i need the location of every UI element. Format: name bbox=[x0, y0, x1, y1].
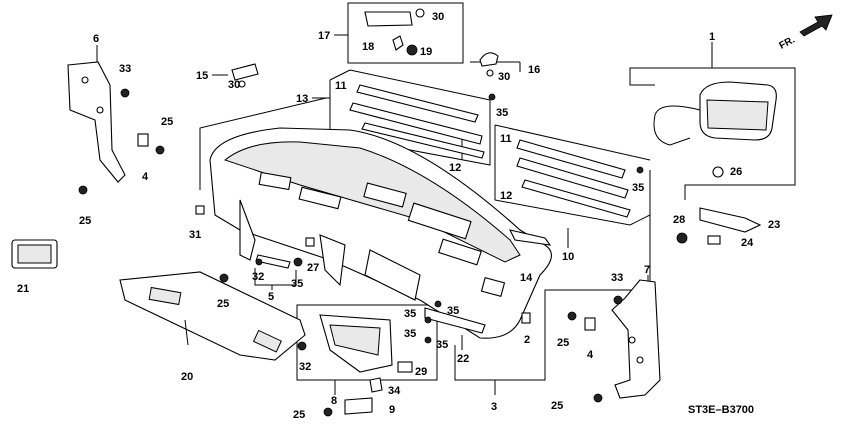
label-35: 35 bbox=[436, 339, 448, 351]
label-30: 30 bbox=[498, 71, 510, 83]
label-35: 35 bbox=[404, 328, 416, 340]
label-2: 2 bbox=[524, 334, 530, 346]
label-20: 20 bbox=[181, 371, 193, 383]
label-35: 35 bbox=[291, 278, 303, 290]
clip-26 bbox=[712, 166, 724, 178]
label-5: 5 bbox=[268, 291, 274, 303]
label-1: 1 bbox=[709, 31, 715, 43]
bolts-left bbox=[78, 88, 165, 195]
side-bracket-6 bbox=[67, 61, 126, 183]
label-32: 32 bbox=[299, 361, 311, 373]
vent-strips-upper bbox=[349, 84, 485, 159]
label-21: 21 bbox=[17, 283, 29, 295]
label-25: 25 bbox=[161, 116, 173, 128]
diagram-code: ST3E–B3700 bbox=[688, 404, 754, 416]
label-35: 35 bbox=[404, 308, 416, 320]
vent-strips-lower bbox=[516, 139, 631, 218]
label-27: 27 bbox=[307, 262, 319, 274]
label-12: 12 bbox=[449, 162, 461, 174]
label-12: 12 bbox=[500, 190, 512, 202]
bracket-23 bbox=[699, 207, 762, 233]
clip-24 bbox=[707, 235, 721, 245]
dashboard-panel bbox=[209, 127, 552, 339]
label-17: 17 bbox=[318, 30, 330, 42]
label-34: 34 bbox=[388, 385, 401, 397]
lower-cover-20 bbox=[119, 271, 306, 361]
nut-28 bbox=[676, 232, 688, 244]
label-3: 3 bbox=[491, 401, 497, 413]
label-16: 16 bbox=[528, 64, 540, 76]
label-18: 18 bbox=[362, 41, 374, 53]
label-30: 30 bbox=[228, 79, 240, 91]
label-24: 24 bbox=[741, 237, 754, 249]
label-31: 31 bbox=[189, 229, 201, 241]
clip-part-15 bbox=[231, 63, 259, 88]
label-33: 33 bbox=[119, 63, 131, 75]
bracket-22 bbox=[424, 307, 486, 334]
label-9: 9 bbox=[389, 404, 395, 416]
label-25: 25 bbox=[217, 298, 229, 310]
label-7: 7 bbox=[644, 264, 650, 276]
screw-35-right bbox=[636, 166, 644, 174]
label-25: 25 bbox=[293, 409, 305, 421]
label-35: 35 bbox=[496, 107, 508, 119]
top-box-parts bbox=[364, 8, 425, 56]
label-29: 29 bbox=[415, 366, 427, 378]
label-8: 8 bbox=[331, 395, 337, 407]
label-28: 28 bbox=[673, 214, 685, 226]
label-11: 11 bbox=[500, 133, 512, 145]
callout-lines bbox=[96, 2, 796, 395]
label-4: 4 bbox=[142, 171, 149, 183]
label-6: 6 bbox=[93, 33, 99, 45]
center-bracket-8 bbox=[297, 314, 413, 417]
part-number-labels: 1 2 3 4 4 5 6 7 8 9 10 11 11 12 12 13 14… bbox=[17, 11, 780, 421]
side-vent-21 bbox=[11, 239, 58, 269]
label-33: 33 bbox=[611, 272, 623, 284]
label-14: 14 bbox=[520, 272, 533, 284]
screw-35-top bbox=[488, 93, 496, 101]
label-22: 22 bbox=[457, 353, 469, 365]
label-23: 23 bbox=[768, 219, 780, 231]
label-35: 35 bbox=[632, 182, 644, 194]
clip-part-16 bbox=[479, 52, 499, 77]
label-30: 30 bbox=[432, 11, 444, 23]
label-15: 15 bbox=[196, 70, 208, 82]
label-25: 25 bbox=[551, 400, 563, 412]
forward-arrow-icon bbox=[799, 14, 833, 37]
label-25: 25 bbox=[79, 215, 91, 227]
label-35: 35 bbox=[447, 305, 459, 317]
label-19: 19 bbox=[420, 46, 432, 58]
label-4: 4 bbox=[587, 349, 594, 361]
label-11: 11 bbox=[335, 80, 347, 92]
label-13: 13 bbox=[296, 93, 308, 105]
airbag-module bbox=[653, 81, 777, 146]
side-bracket-7 bbox=[567, 279, 661, 403]
direction-label: FR. bbox=[778, 34, 798, 51]
label-25: 25 bbox=[557, 337, 569, 349]
label-10: 10 bbox=[562, 251, 574, 263]
label-32: 32 bbox=[252, 271, 264, 283]
small-parts-center bbox=[195, 205, 315, 283]
small-screws-right bbox=[424, 300, 531, 344]
label-26: 26 bbox=[730, 166, 742, 178]
panel-rail bbox=[508, 229, 552, 246]
